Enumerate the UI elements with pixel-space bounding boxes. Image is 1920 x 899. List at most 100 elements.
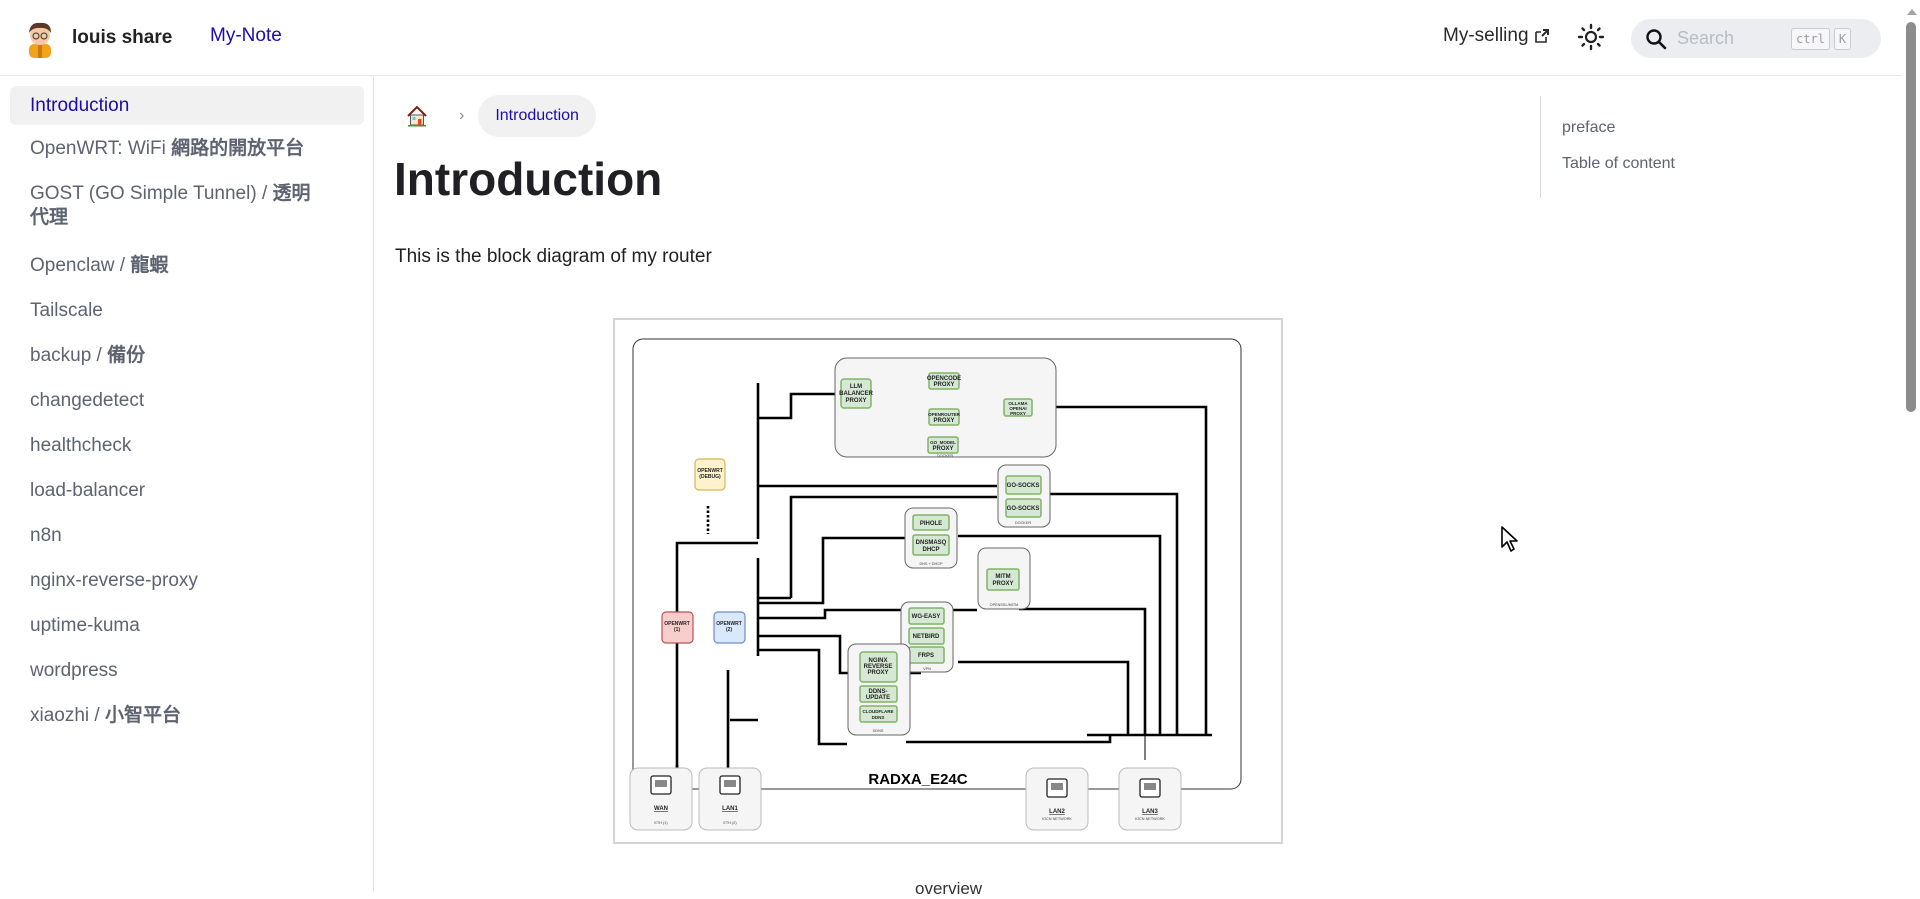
- kbd-ctrl: ctrl: [1791, 27, 1830, 50]
- dns-dhcp-group: PIHOLE DNSMASQ DHCP DNS + DHCP: [904, 507, 958, 569]
- sidebar-item-label: Introduction: [30, 95, 130, 116]
- mouse-cursor-icon: [1501, 526, 1518, 552]
- port-lan2: LAN2 IOCN NETWORK: [1025, 767, 1089, 831]
- intro-paragraph: This is the block diagram of my router: [395, 246, 712, 267]
- svg-text:OPENROUTER: OPENROUTER: [928, 412, 961, 417]
- table-of-contents: preface Table of content: [1540, 96, 1880, 198]
- svg-text:LLM: LLM: [850, 384, 862, 390]
- svg-text:DOCKER: DOCKER: [1015, 521, 1032, 525]
- sidebar-item-gost[interactable]: GOST (GO Simple Tunnel) / 透明代理: [10, 182, 340, 230]
- svg-text:OPENCODE: OPENCODE: [927, 376, 961, 382]
- vpn-group: WG-EASY NETBIRD FRPS VPN: [900, 601, 954, 673]
- sidebar-item-label-cjk: 龍蝦: [130, 255, 169, 276]
- port-lan3: LAN3 IOCN NETWORK: [1118, 767, 1182, 831]
- port-wan: WAN ETH (1): [629, 767, 693, 831]
- sidebar-item-label: Openclaw /: [30, 255, 131, 276]
- page-scrollbar[interactable]: [1902, 0, 1920, 891]
- svg-text:PROXY: PROXY: [933, 382, 954, 388]
- kbd-k: K: [1833, 27, 1852, 50]
- svg-text:IOCN NETWORK: IOCN NETWORK: [1135, 817, 1165, 821]
- site-title: louis share: [72, 27, 173, 48]
- chevron-right-icon: ›: [459, 107, 465, 124]
- nav-link-my-selling[interactable]: My-selling: [1443, 25, 1550, 47]
- scrollbar-thumb[interactable]: [1906, 22, 1916, 412]
- wiring: [675, 369, 1212, 768]
- sidebar: Introduction OpenWRT: WiFi 網路的開放平台 GOST …: [0, 77, 374, 891]
- router-block-diagram: .ln { stroke:#000; stroke-width:2.6; fil…: [629, 338, 1242, 831]
- sidebar-item-load-balancer[interactable]: load-balancer: [10, 479, 364, 503]
- svg-text:REVERSE: REVERSE: [864, 664, 893, 670]
- sidebar-item-label-cjk: 透明代理: [30, 183, 311, 228]
- svg-text:DNSMASQ: DNSMASQ: [916, 540, 947, 546]
- sun-icon: [1577, 23, 1605, 51]
- svg-text:OPENWRT: OPENWRT: [716, 621, 742, 627]
- svg-text:(DEBUG): (DEBUG): [699, 474, 721, 480]
- svg-text:PROXY: PROXY: [867, 670, 888, 676]
- svg-text:IOCN NETWORK: IOCN NETWORK: [1042, 817, 1072, 821]
- search-input[interactable]: [1677, 28, 1787, 49]
- site-brand[interactable]: louis share: [22, 18, 172, 58]
- sidebar-item-label: n8n: [30, 525, 62, 546]
- device-outline: [632, 338, 1242, 790]
- svg-text:LAN1: LAN1: [722, 806, 738, 812]
- svg-text:PROXY: PROXY: [1010, 411, 1026, 416]
- docker-socks-group: GO-SOCKS GO-SOCKS DOCKER: [997, 464, 1051, 528]
- openwrt-debug-node: OPENWRT (DEBUG): [694, 458, 726, 491]
- sidebar-item-uptime-kuma[interactable]: uptime-kuma: [10, 614, 364, 638]
- sidebar-item-label: uptime-kuma: [30, 615, 140, 636]
- sidebar-item-healthcheck[interactable]: healthcheck: [10, 434, 364, 458]
- sidebar-item-label: Tailscale: [30, 300, 103, 321]
- svg-text:DDNS: DDNS: [872, 715, 885, 720]
- scroll-up-arrow-icon[interactable]: [1907, 9, 1917, 15]
- svg-text:NGINX: NGINX: [868, 658, 887, 664]
- toc-item-table-of-content[interactable]: Table of content: [1562, 155, 1675, 172]
- sidebar-item-label-cjk: 小智平台: [104, 705, 181, 726]
- sidebar-item-nginx-reverse-proxy[interactable]: nginx-reverse-proxy: [10, 569, 364, 593]
- sidebar-item-wordpress[interactable]: wordpress: [10, 659, 364, 683]
- sidebar-item-label-cjk: 網路的開放平台: [171, 138, 305, 159]
- svg-text:PROXY: PROXY: [845, 398, 866, 404]
- top-navbar: louis share My-Note My-selling ctrl K: [0, 0, 1902, 76]
- breadcrumb-current[interactable]: Introduction: [478, 95, 596, 137]
- sidebar-item-label-cjk: 備份: [107, 345, 146, 366]
- nav-link-my-note[interactable]: My-Note: [210, 25, 282, 46]
- figure-caption: overview: [915, 879, 983, 898]
- sidebar-item-backup[interactable]: backup / 備份: [10, 344, 364, 368]
- sidebar-item-tailscale[interactable]: Tailscale: [10, 299, 364, 323]
- sidebar-item-xiaozhi[interactable]: xiaozhi / 小智平台: [10, 704, 364, 728]
- svg-text:(2): (2): [726, 627, 732, 633]
- svg-text:OPENAI: OPENAI: [1009, 406, 1026, 411]
- svg-text:WG-EASY: WG-EASY: [912, 614, 941, 620]
- search-box[interactable]: ctrl K: [1631, 19, 1881, 58]
- home-icon[interactable]: [405, 104, 429, 128]
- sidebar-item-n8n[interactable]: n8n: [10, 524, 364, 548]
- svg-text:VPN: VPN: [923, 667, 931, 671]
- docker-llm-group: LLM BALANCER PROXY OPENCODE PROXY OPENRO…: [834, 357, 1057, 458]
- sidebar-item-label: wordpress: [30, 660, 118, 681]
- svg-text:LAN2: LAN2: [1049, 809, 1065, 815]
- sidebar-item-label: changedetect: [30, 390, 145, 411]
- svg-text:GO_MODEL: GO_MODEL: [930, 440, 956, 445]
- sidebar-item-label: OpenWRT: WiFi: [30, 138, 172, 159]
- svg-text:ETH (2): ETH (2): [723, 821, 737, 825]
- svg-text:UPDATE: UPDATE: [866, 695, 890, 701]
- svg-text:GO-SOCKS: GO-SOCKS: [1007, 483, 1040, 489]
- svg-text:DDNS-: DDNS-: [869, 689, 888, 695]
- svg-text:DOCKER: DOCKER: [937, 454, 954, 458]
- my-selling-label: My-selling: [1443, 25, 1529, 46]
- sidebar-item-introduction[interactable]: Introduction: [10, 86, 364, 125]
- svg-text:(1): (1): [674, 627, 680, 633]
- svg-text:OPENSSL/MITM: OPENSSL/MITM: [990, 603, 1019, 607]
- sidebar-item-openwrt[interactable]: OpenWRT: WiFi 網路的開放平台: [10, 137, 364, 161]
- device-name-label: RADXA_E24C: [868, 771, 967, 788]
- toc-item-preface[interactable]: preface: [1562, 119, 1616, 136]
- sidebar-item-changedetect[interactable]: changedetect: [10, 389, 364, 413]
- sidebar-item-label: xiaozhi /: [30, 705, 105, 726]
- block-diagram-figure[interactable]: .ln { stroke:#000; stroke-width:2.6; fil…: [613, 318, 1283, 844]
- sidebar-item-label: GOST (GO Simple Tunnel) /: [30, 183, 273, 204]
- svg-text:DNS + DHCP: DNS + DHCP: [919, 562, 943, 566]
- sidebar-item-openclaw[interactable]: Openclaw / 龍蝦: [10, 254, 364, 278]
- openwrt-1-node: OPENWRT (1): [661, 611, 694, 644]
- svg-text:DDNS: DDNS: [873, 729, 884, 733]
- theme-toggle-button[interactable]: [1576, 22, 1606, 52]
